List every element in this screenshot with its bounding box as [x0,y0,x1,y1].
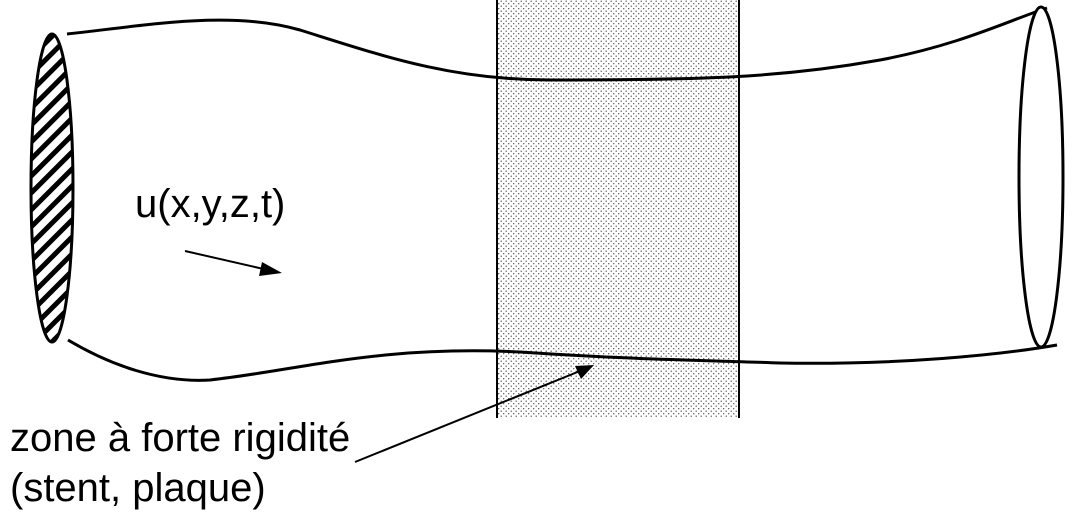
outlet-section-icon [1017,5,1065,349]
stiff-zone-band [497,0,739,418]
vessel-lower-wall [67,338,1058,382]
velocity-label: u(x,y,z,t) [135,182,285,226]
vessel-upper-wall [66,6,1048,82]
stiff-zone-label-line2: (stent, plaque) [10,466,266,510]
stiff-zone-label-line1: zone à forte rigidité [10,416,350,460]
velocity-arrow [184,250,282,276]
inlet-section-icon [29,32,75,344]
stiff-zone-pointer-arrow [354,365,594,463]
